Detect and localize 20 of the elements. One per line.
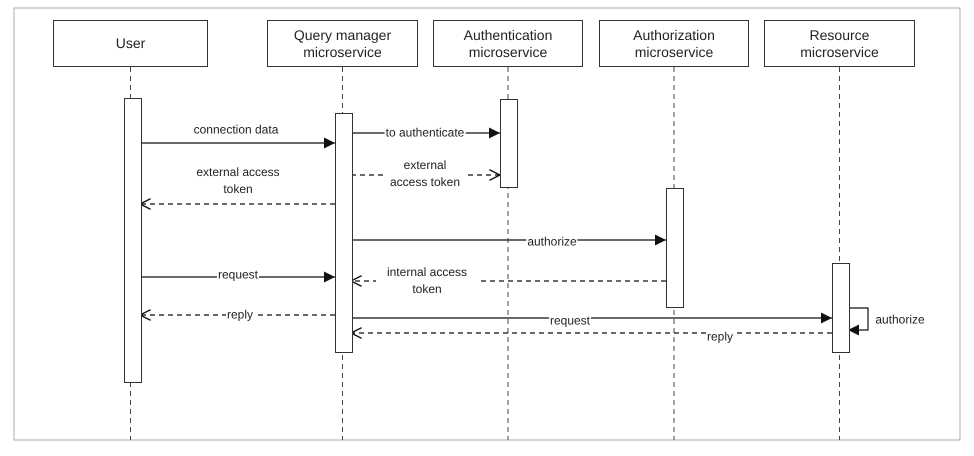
participant-box	[433, 20, 583, 67]
participant-name: Authorization microservice	[632, 26, 716, 60]
participant-name: Query manager microservice	[292, 26, 392, 60]
participant-box	[53, 20, 208, 67]
message-arrow	[140, 138, 335, 148]
edge-label: reply	[706, 328, 734, 346]
message-arrow	[351, 312, 832, 324]
participant-name: User	[116, 35, 146, 52]
edge-label: reply	[226, 306, 254, 324]
participant-name: Authentication microservice	[462, 26, 554, 60]
participant-box	[267, 20, 418, 67]
participant-name: Resource microservice	[799, 26, 880, 60]
activation-bar	[335, 113, 353, 353]
message-arrow	[848, 307, 869, 336]
activation-bar	[124, 98, 142, 383]
participant-box	[764, 20, 915, 67]
activation-bar	[666, 188, 684, 308]
activation-bar	[832, 263, 850, 353]
activation-bar	[500, 99, 518, 188]
participant-box	[599, 20, 749, 67]
